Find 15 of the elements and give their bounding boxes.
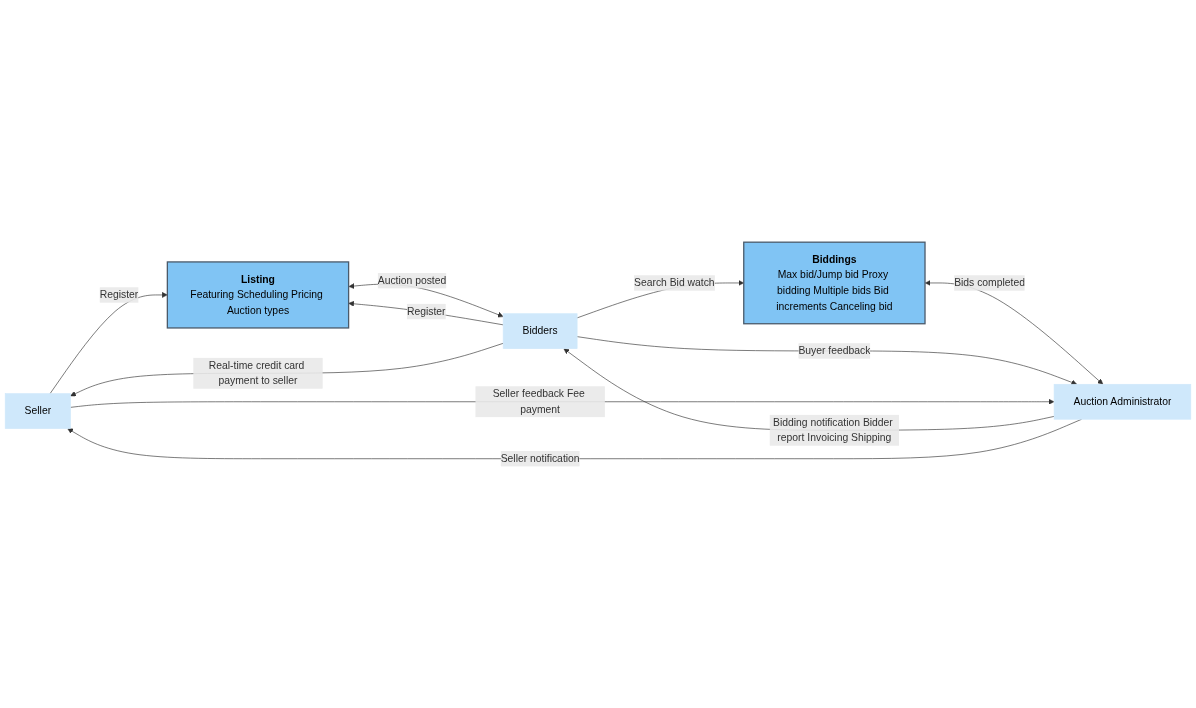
node-box: Auction Administrator (1053, 383, 1192, 420)
node-box: Listing Featuring Scheduling Pricing Auction types (166, 260, 350, 329)
node-box: Biddings Max bid/Jump bid Proxy bidding Multiple bids Bid increments Canceling bid (743, 241, 926, 325)
edge-label: Auction posted (377, 274, 447, 286)
edge-label: Seller feedback Fee payment (492, 387, 585, 415)
node-box: Bidders (502, 313, 578, 349)
edge-label: Seller notification (500, 452, 580, 464)
edge-label: Real-time credit card payment to seller (208, 359, 305, 386)
edge-label: Bidding notification Bidder report Invoicing Shipping (773, 416, 893, 443)
edge-label: Register (99, 288, 139, 300)
node-box: Seller (4, 393, 71, 429)
edge-label: Bids completed (954, 276, 1025, 288)
edge-label: Buyer feedback (798, 344, 871, 356)
edge-label: Register (406, 305, 446, 317)
edge-label: Search Bid watch (634, 276, 715, 288)
